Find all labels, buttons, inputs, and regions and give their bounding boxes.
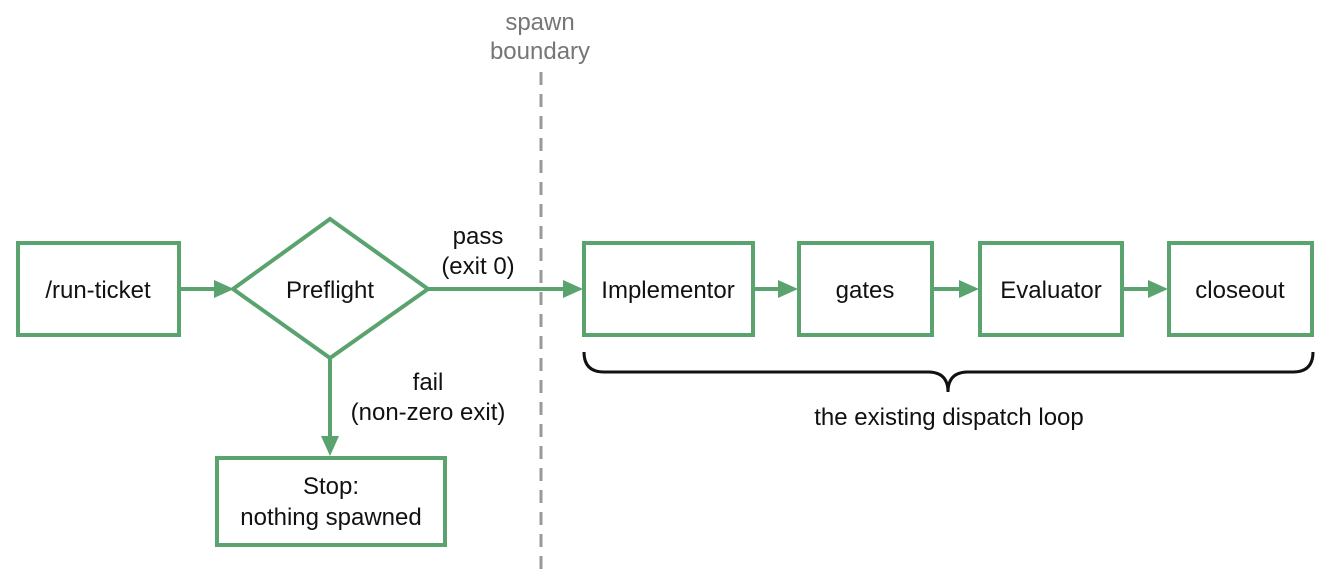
run-ticket-label: /run-ticket (45, 277, 151, 304)
preflight-label: Preflight (286, 277, 374, 304)
implementor-node (582, 241, 755, 337)
spawn-boundary-label-line2: boundary (490, 38, 590, 65)
closeout-node (1167, 241, 1314, 337)
implementor-label: Implementor (601, 277, 734, 304)
dispatch-loop-label: the existing dispatch loop (814, 404, 1084, 431)
evaluator-label: Evaluator (1000, 277, 1101, 304)
arrowhead-stop (321, 436, 339, 456)
arrowhead-gates (778, 280, 798, 298)
fail-label-line2: (non-zero exit) (351, 399, 506, 426)
gates-node (797, 241, 934, 337)
dispatch-loop-brace (582, 351, 1315, 393)
closeout-label: closeout (1195, 277, 1285, 304)
arrowhead-preflight (214, 280, 234, 298)
pass-label-line2: (exit 0) (441, 253, 514, 280)
arrowhead-closeout (1148, 280, 1168, 298)
arrowhead-evaluator (959, 280, 979, 298)
pass-label-line1: pass (453, 223, 504, 250)
run-ticket-node (16, 241, 181, 337)
spawn-boundary-label-line1: spawn (505, 9, 574, 36)
stop-label-line1: Stop: (303, 473, 359, 500)
stop-label-line2: nothing spawned (240, 504, 421, 531)
arrowhead-implementor (563, 280, 583, 298)
gates-label: gates (836, 277, 895, 304)
stop-node (215, 456, 447, 547)
fail-label-line1: fail (413, 369, 444, 396)
